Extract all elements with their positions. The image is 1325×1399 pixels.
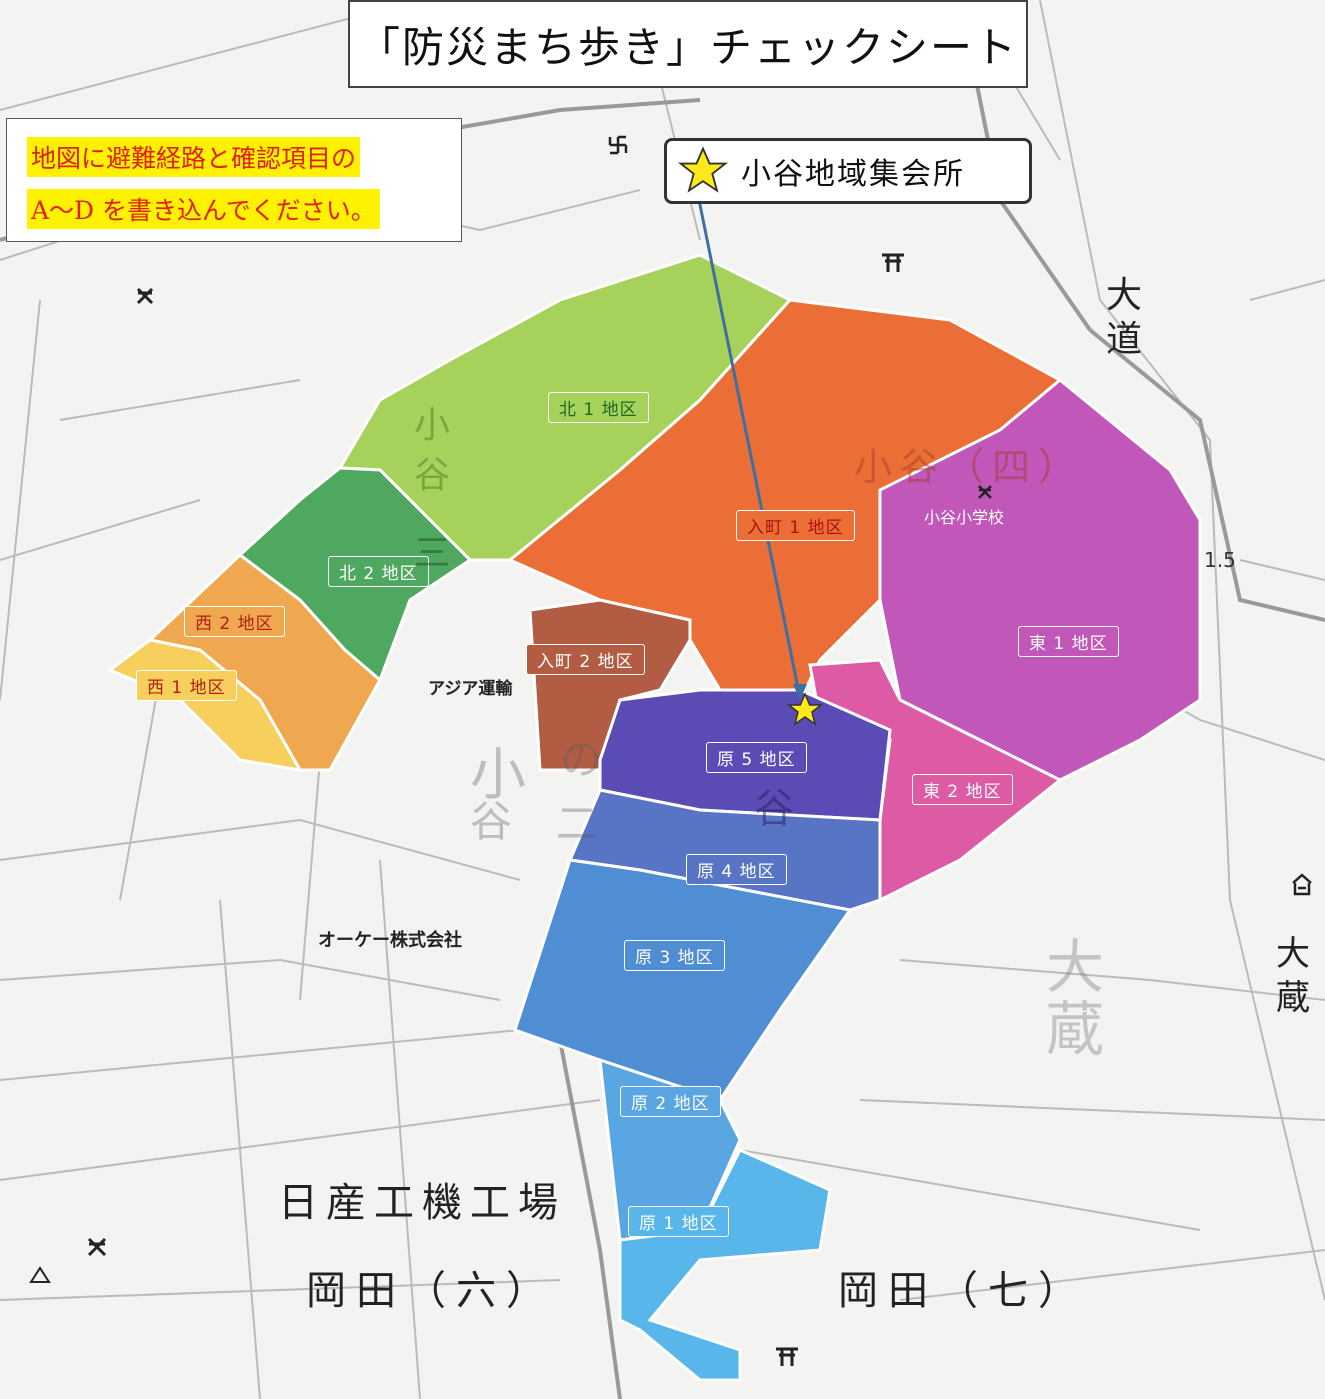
place-kotani-c: 三 bbox=[414, 533, 451, 574]
district-label-irimachi1: 入町 1 地区 bbox=[736, 510, 855, 541]
evacuation-route bbox=[695, 189, 807, 700]
page-title: 「防災まち歩き」チェックシート bbox=[348, 0, 1028, 88]
instructions-line-1: 地図に避難経路と確認項目の bbox=[27, 137, 361, 177]
district-label-higashi1: 東 1 地区 bbox=[1018, 626, 1119, 657]
place-kotani2-c: の bbox=[560, 735, 603, 784]
school-icon bbox=[978, 485, 992, 499]
district-irimachi2[interactable] bbox=[528, 598, 692, 772]
place-kotani-a: 小 bbox=[414, 405, 451, 446]
districts bbox=[107, 253, 1202, 1382]
destination-label: 小谷地域集会所 bbox=[741, 157, 965, 192]
place-kotani4: 小谷（四） bbox=[854, 445, 1085, 489]
district-label-kita1: 北 1 地区 bbox=[548, 392, 649, 423]
district-label-kita2: 北 2 地区 bbox=[328, 556, 429, 587]
place-okura-a: 大 bbox=[1276, 934, 1310, 974]
post-office-icon bbox=[1292, 873, 1312, 896]
destination-callout: 小谷地域集会所 bbox=[664, 138, 1032, 204]
place-kotani-b: 谷 bbox=[414, 455, 451, 496]
district-hara3[interactable] bbox=[513, 858, 853, 1102]
school-icon bbox=[136, 287, 154, 305]
place-school: 小谷小学校 bbox=[924, 508, 1005, 527]
place-okada7: 岡田（七） bbox=[838, 1268, 1088, 1314]
place-nissan: 日産工機工場 bbox=[278, 1180, 566, 1226]
district-label-hara3: 原 3 地区 bbox=[624, 940, 725, 971]
school-icon bbox=[87, 1237, 107, 1257]
star-icon bbox=[677, 146, 729, 193]
place-okay: オーケー株式会社 bbox=[318, 930, 462, 951]
gathering-point-star-icon bbox=[786, 692, 824, 726]
triangle-icon bbox=[29, 1266, 51, 1283]
place-okura-b: 蔵 bbox=[1276, 978, 1310, 1018]
place-asia: アジア運輸 bbox=[428, 679, 513, 699]
place-kotani2-d: 二 bbox=[556, 799, 599, 848]
shrine-icon bbox=[882, 253, 904, 272]
district-label-hara4: 原 4 地区 bbox=[686, 854, 787, 885]
district-higashi1[interactable] bbox=[878, 378, 1202, 782]
place-okura2-b: 蔵 bbox=[1046, 995, 1105, 1063]
shrine-icon bbox=[776, 1347, 798, 1366]
district-hara1[interactable] bbox=[618, 1148, 832, 1382]
place-kotani2-e: 谷 bbox=[754, 786, 794, 832]
instructions-box: 地図に避難経路と確認項目の A～D を書き込んでください。 bbox=[6, 118, 462, 242]
district-label-hara5: 原 5 地区 bbox=[706, 742, 807, 773]
district-label-hara2: 原 2 地区 bbox=[620, 1086, 721, 1117]
district-label-nishi2: 西 2 地区 bbox=[184, 606, 285, 637]
district-label-nishi1: 西 1 地区 bbox=[136, 670, 237, 701]
district-label-hara1: 原 1 地区 bbox=[628, 1206, 729, 1237]
place-daido-b: 道 bbox=[1106, 319, 1143, 360]
instructions-line-2: A～D を書き込んでください。 bbox=[27, 189, 380, 229]
place-kotani2-b: 谷 bbox=[470, 797, 513, 846]
place-daido-a: 大 bbox=[1106, 275, 1143, 316]
place-okada6: 岡田（六） bbox=[306, 1268, 556, 1314]
district-label-irimachi2: 入町 2 地区 bbox=[526, 644, 645, 675]
place-num15: 1.5 bbox=[1204, 548, 1236, 572]
place-kotani2-a: 小 bbox=[470, 743, 526, 808]
district-label-higashi2: 東 2 地区 bbox=[912, 774, 1013, 805]
place-okura2-a: 大 bbox=[1046, 933, 1105, 1001]
temple-icon bbox=[608, 135, 628, 155]
